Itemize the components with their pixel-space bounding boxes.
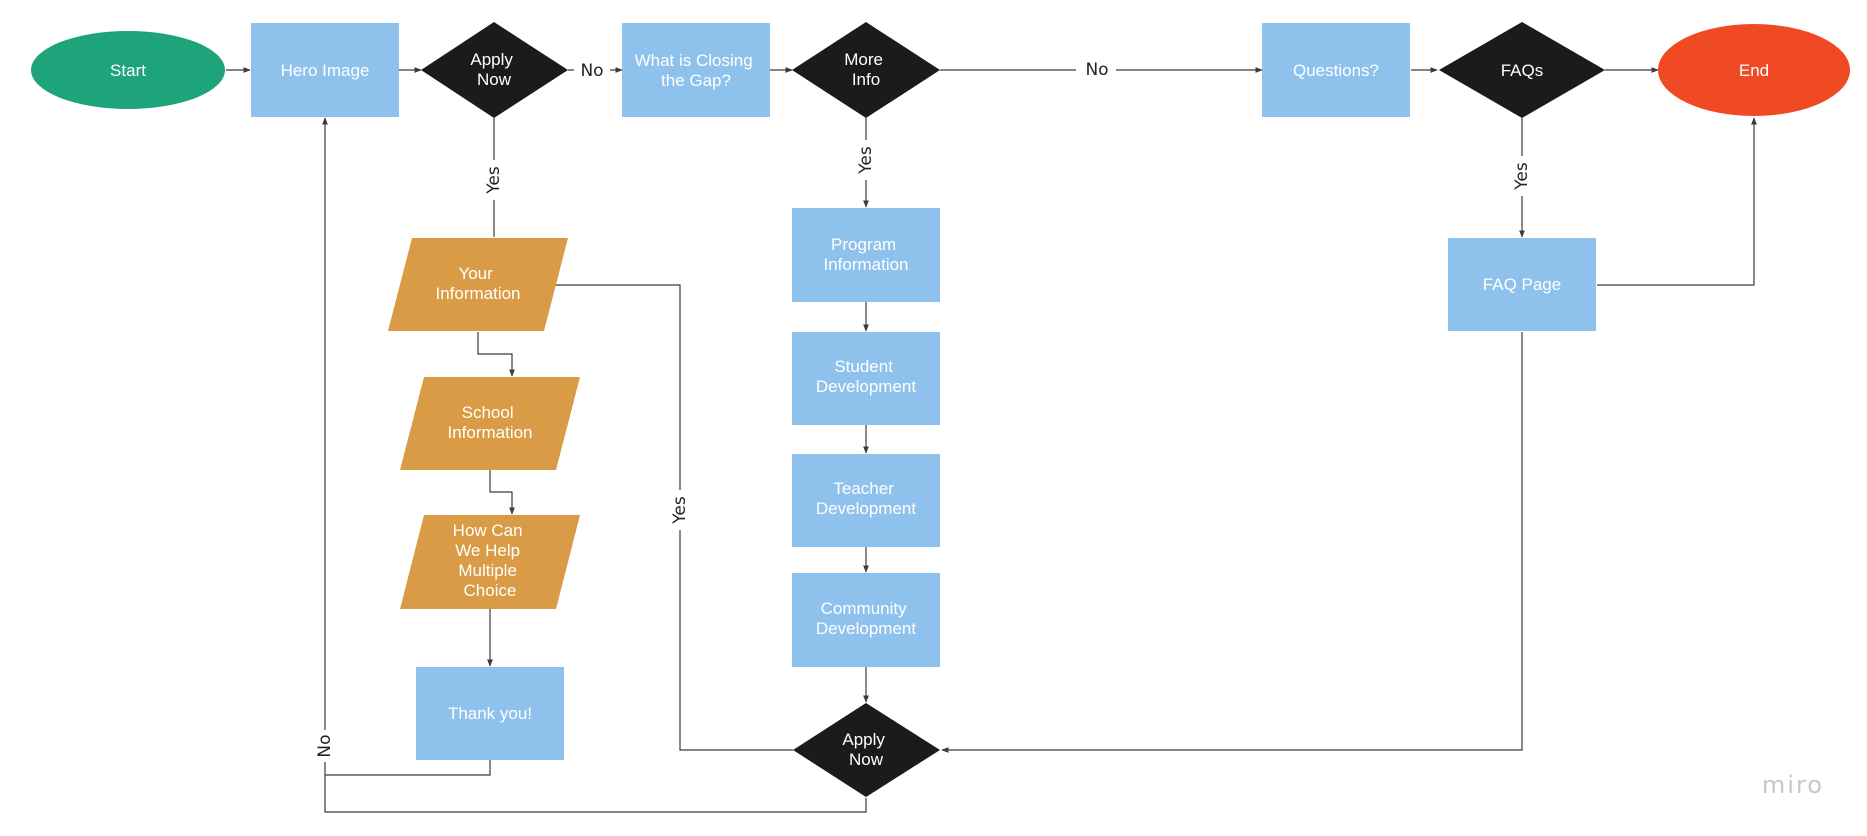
more-info-node[interactable]: More Info — [792, 22, 940, 118]
faqs-label: FAQs — [1501, 61, 1544, 80]
school-information-label: School Information — [447, 403, 532, 442]
more-info-line-1: More — [844, 50, 883, 69]
student-development-node[interactable]: Student Development — [792, 332, 940, 425]
label-moreinfo-yes: Yes — [856, 146, 876, 175]
closing-gap-line-1: What is Closing — [635, 51, 753, 70]
teacher-development-line-2: Development — [816, 499, 916, 518]
how-can-we-help-shape — [400, 515, 580, 609]
teacher-development-label: Teacher Development — [816, 479, 916, 518]
faq-page-node[interactable]: FAQ Page — [1448, 238, 1596, 331]
end-node[interactable]: End — [1658, 24, 1850, 116]
student-development-line-2: Development — [816, 377, 916, 396]
how-can-we-help-line-4: Choice — [464, 581, 517, 600]
your-information-node[interactable]: Your Information — [388, 238, 568, 331]
edge-applybottom-hero — [324, 775, 867, 813]
questions-shape — [1262, 23, 1410, 117]
faqs-node[interactable]: FAQs — [1439, 22, 1605, 118]
edge-thankyou-hero — [322, 117, 491, 776]
faq-page-label: FAQ Page — [1483, 275, 1561, 294]
faqs-shape — [1439, 22, 1605, 118]
apply-now-top-node[interactable]: Apply Now — [421, 22, 568, 118]
your-information-line-2: Information — [435, 284, 520, 303]
closing-gap-node[interactable]: What is Closing the Gap? — [622, 23, 770, 117]
edge-school-howcan — [489, 470, 515, 515]
your-information-label: Your Information — [435, 264, 520, 303]
apply-now-top-line-1: Apply — [470, 50, 513, 69]
community-development-shape — [792, 573, 940, 667]
closing-gap-shape — [622, 23, 770, 117]
program-information-line-1: Program — [831, 235, 896, 254]
how-can-we-help-label: How Can We Help Multiple Choice — [453, 521, 528, 600]
program-information-node[interactable]: Program Information — [792, 208, 940, 302]
school-information-line-2: Information — [447, 423, 532, 442]
program-information-label: Program Information — [823, 235, 908, 274]
hero-image-shape — [251, 23, 399, 117]
closing-gap-line-2: the Gap? — [661, 71, 731, 90]
community-development-node[interactable]: Community Development — [792, 573, 940, 667]
questions-label: Questions? — [1293, 61, 1379, 80]
your-information-line-1: Your — [458, 264, 493, 283]
end-label: End — [1739, 61, 1769, 80]
community-development-line-1: Community — [821, 599, 907, 618]
school-information-line-1: School — [462, 403, 514, 422]
how-can-we-help-node[interactable]: How Can We Help Multiple Choice — [400, 515, 580, 609]
apply-now-bottom-label: Apply Now — [842, 730, 889, 769]
edge-yourinfo-school — [477, 332, 515, 377]
student-development-line-1: Student — [834, 357, 893, 376]
start-shape — [31, 31, 225, 109]
label-apply-yes: Yes — [484, 166, 504, 195]
more-info-label: More Info — [844, 50, 887, 89]
faq-page-shape — [1448, 238, 1596, 331]
how-can-we-help-line-2: We Help — [455, 541, 520, 560]
label-loop-no: No — [315, 734, 335, 757]
end-shape — [1658, 24, 1850, 116]
teacher-development-node[interactable]: Teacher Development — [792, 454, 940, 547]
miro-watermark: miro — [1762, 771, 1824, 799]
edge-faqpage-applybottom — [941, 332, 1523, 753]
program-information-line-2: Information — [823, 255, 908, 274]
label-moreinfo-no: No — [1085, 60, 1108, 80]
student-development-shape — [792, 332, 940, 425]
community-development-label: Community Development — [816, 599, 916, 638]
school-information-node[interactable]: School Information — [400, 377, 580, 470]
apply-now-top-shape — [421, 22, 568, 118]
apply-now-bottom-line-1: Apply — [842, 730, 885, 749]
apply-now-top-label: Apply Now — [470, 50, 517, 89]
teacher-development-line-1: Teacher — [833, 479, 894, 498]
start-label: Start — [110, 61, 146, 80]
label-faqs-yes: Yes — [1512, 162, 1532, 191]
how-can-we-help-line-1: How Can — [453, 521, 523, 540]
questions-node[interactable]: Questions? — [1262, 23, 1410, 117]
community-development-line-2: Development — [816, 619, 916, 638]
closing-gap-label: What is Closing the Gap? — [635, 51, 758, 90]
label-apply-no: No — [580, 61, 603, 81]
edge-labels: No Yes No Yes Yes Yes No — [311, 58, 1536, 762]
apply-now-bottom-shape — [793, 703, 940, 797]
more-info-shape — [792, 22, 940, 118]
edge-faqpage-end — [1597, 117, 1757, 286]
student-development-label: Student Development — [816, 357, 916, 396]
nodes: Start Hero Image Apply Now What is Closi… — [31, 22, 1850, 797]
more-info-line-2: Info — [852, 70, 880, 89]
your-information-shape — [388, 238, 568, 331]
school-information-shape — [400, 377, 580, 470]
hero-image-node[interactable]: Hero Image — [251, 23, 399, 117]
thank-you-node[interactable]: Thank you! — [416, 667, 564, 760]
program-information-shape — [792, 208, 940, 302]
apply-now-bottom-line-2: Now — [849, 750, 884, 769]
label-loop-yes: Yes — [670, 496, 690, 525]
thank-you-shape — [416, 667, 564, 760]
apply-now-bottom-node[interactable]: Apply Now — [793, 703, 940, 797]
apply-now-top-line-2: Now — [477, 70, 512, 89]
how-can-we-help-line-3: Multiple — [458, 561, 517, 580]
hero-image-label: Hero Image — [281, 61, 370, 80]
start-node[interactable]: Start — [31, 31, 225, 109]
teacher-development-shape — [792, 454, 940, 547]
thank-you-label: Thank you! — [448, 704, 532, 723]
